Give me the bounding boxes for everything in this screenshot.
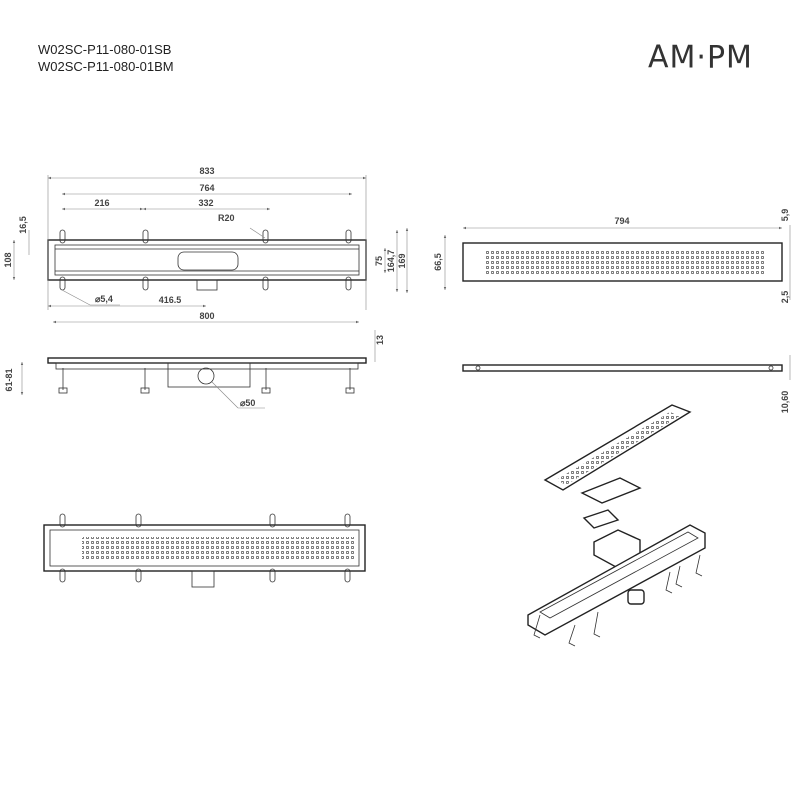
dim-108: 108 xyxy=(3,252,13,267)
dim-10-60: 10,60 xyxy=(780,391,790,414)
dim-764: 764 xyxy=(199,183,214,193)
grate-perforation xyxy=(486,250,766,276)
dim-13: 13 xyxy=(375,335,385,345)
side-view: 13 61-81 ⌀50 xyxy=(4,330,385,409)
channel-outline xyxy=(47,239,367,281)
outlet-circle xyxy=(197,367,215,385)
dim-2-5: 2,5 xyxy=(780,291,790,304)
dim-833: 833 xyxy=(199,166,214,176)
dim-5-9: 5,9 xyxy=(780,209,790,222)
model-code-bm: W02SC-P11-080-01BM xyxy=(38,59,174,74)
dim-169: 169 xyxy=(397,253,407,268)
dim-75: 75 xyxy=(374,256,384,266)
brand-logo: AM·PM xyxy=(648,39,753,76)
top-view: 833 764 216 332 R20 16,5 108 ⌀5,4 416.5 … xyxy=(3,166,409,324)
dim-164-7: 164,7 xyxy=(386,250,396,273)
dim-hole-diameter: ⌀5,4 xyxy=(95,294,113,304)
dim-61-81: 61-81 xyxy=(4,368,14,391)
assembled-view xyxy=(43,513,366,588)
isometric-exploded-view xyxy=(527,404,706,647)
grate-view: 794 66,5 5,9 2,5 10,60 xyxy=(433,209,791,414)
grate-perforation xyxy=(82,537,354,561)
dim-416-5: 416.5 xyxy=(159,295,182,305)
model-code-sb: W02SC-P11-080-01SB xyxy=(38,42,172,57)
dim-794: 794 xyxy=(614,216,629,226)
outlet-cover xyxy=(177,251,239,271)
dim-r20: R20 xyxy=(218,213,235,223)
dim-332: 332 xyxy=(198,198,213,208)
dim-16-5: 16,5 xyxy=(18,216,28,234)
dim-66-5: 66,5 xyxy=(433,253,443,271)
dim-216: 216 xyxy=(94,198,109,208)
dim-800: 800 xyxy=(199,311,214,321)
outlet-pipe xyxy=(196,279,218,291)
dim-outlet-diameter: ⌀50 xyxy=(240,398,255,408)
